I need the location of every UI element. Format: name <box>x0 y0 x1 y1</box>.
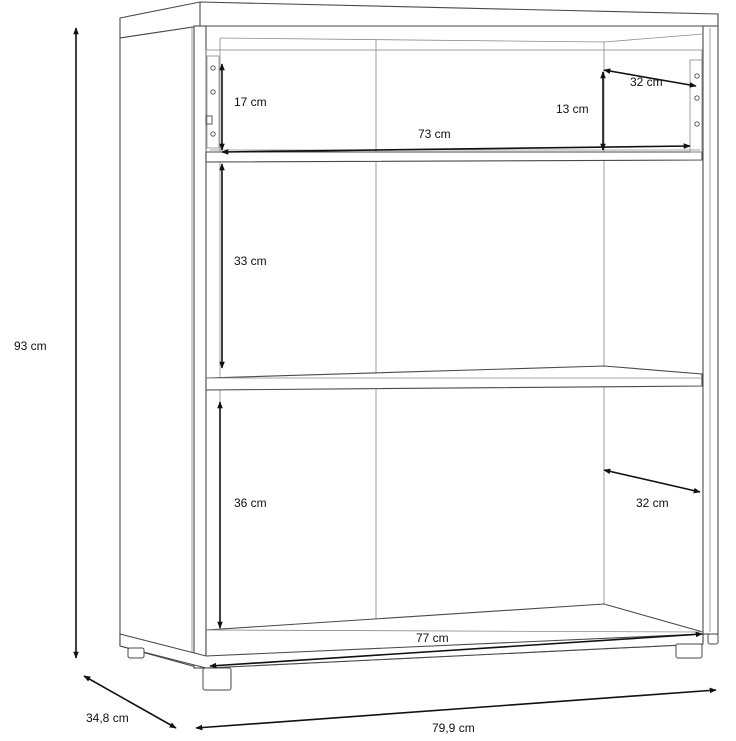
label-top-compartment-height: 17 cm <box>234 95 267 109</box>
foot-front-left <box>202 667 232 691</box>
label-bottom-compartment-depth: 32 cm <box>636 496 669 510</box>
hinge-hardware-right <box>689 59 703 153</box>
label-height-total: 93 cm <box>14 339 47 353</box>
dim-line-bottom-compartment-width <box>209 631 703 669</box>
dimension-lines <box>73 27 717 731</box>
dim-line-top-compartment-depth <box>603 68 697 88</box>
dimension-labels: 93 cm 34,8 cm 79,9 cm 17 cm 32 cm 13 cm … <box>14 75 669 735</box>
top-board <box>119 1 719 39</box>
label-width-total: 79,9 cm <box>432 721 475 735</box>
foot-front-right <box>675 643 703 659</box>
left-front-edge <box>193 25 207 669</box>
label-depth-total: 34,8 cm <box>86 711 129 725</box>
foot-back-left <box>127 647 145 659</box>
label-top-compartment-inner-height: 13 cm <box>556 102 589 116</box>
dim-line-top-compartment-width <box>221 143 691 155</box>
dim-line-depth-total <box>83 675 177 729</box>
label-bottom-compartment-height: 36 cm <box>234 496 267 510</box>
left-side-panel <box>119 25 201 669</box>
back-panel-top <box>219 37 605 43</box>
hinge-hardware-left <box>205 55 220 149</box>
cabinet <box>119 1 719 691</box>
upper-shelf <box>205 151 703 163</box>
right-side-panel <box>702 25 719 635</box>
label-bottom-compartment-width: 77 cm <box>416 631 449 645</box>
label-top-compartment-width: 73 cm <box>418 127 451 141</box>
dim-line-width-total <box>195 687 717 731</box>
top-compartment-frame <box>205 49 703 155</box>
label-top-compartment-depth: 32 cm <box>630 75 663 89</box>
foot-back-right <box>707 633 719 645</box>
label-middle-compartment-height: 33 cm <box>234 254 267 268</box>
dim-line-bottom-compartment-depth <box>603 468 701 494</box>
